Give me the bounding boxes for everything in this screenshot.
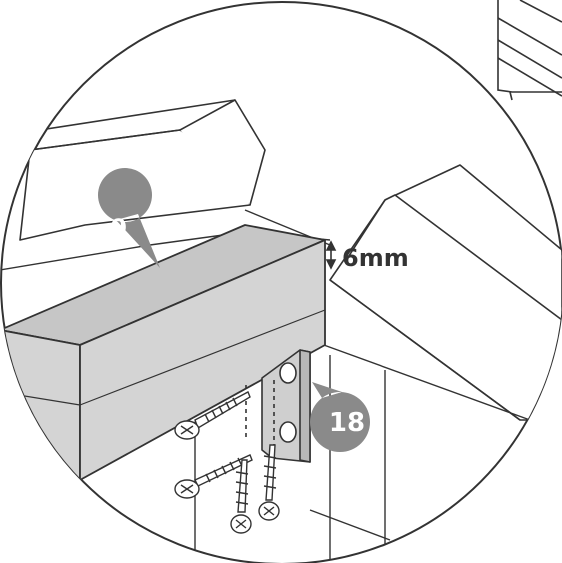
dimension-arrow-icon [325,240,337,270]
bracket-hole-upper [279,362,297,384]
front-rail-part-9 [1,224,326,481]
callout-label-18: 18 [329,408,365,438]
screw-icon [230,459,252,534]
callout-label-9: 9 [111,214,128,242]
corner-bracket-part-18 [245,349,311,463]
callout-part-18: 18 [310,382,370,452]
bracket-hole-lower [279,421,297,443]
screw-icon [258,444,280,521]
side-panel [329,164,562,421]
callout-part-9: 9 [98,168,160,268]
dimension-label: 6mm [342,244,409,272]
screw-icon [174,391,251,440]
screw-icon [174,454,253,499]
cabinet-corner [497,0,562,101]
